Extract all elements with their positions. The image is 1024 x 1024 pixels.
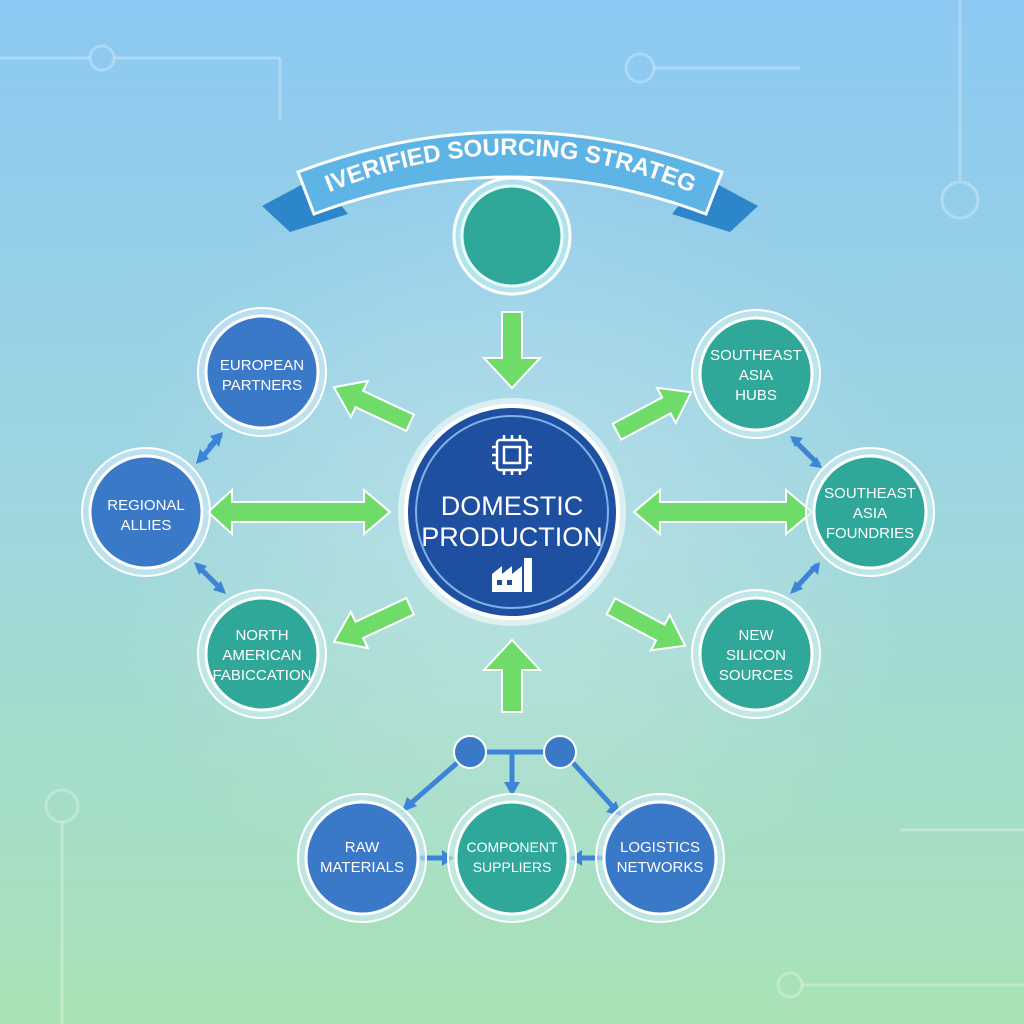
logistics-line-1: LOGISTICS [620,839,700,856]
hubs-line-2: ASIA [739,367,773,384]
node-component-suppliers: COMPONENT SUPPLIERS [447,793,577,923]
arrow-top-to-center [481,311,543,390]
banner-ribbon [296,130,724,216]
silicon-line-1: NEW [739,627,775,644]
arrow-regional-allies [206,487,392,537]
connector-dot-left [453,735,487,769]
arrow-european-partners [332,379,416,433]
green-arrows [206,311,814,713]
node-logistics-networks: LOGISTICS NETWORKS [595,793,725,923]
connector-dot-right [543,735,577,769]
foundries-line-3: FOUNDRIES [826,525,914,542]
component-line-2: SUPPLIERS [473,859,552,875]
arrow-bottom-to-center [481,638,543,713]
raw-line-1: RAW [345,839,380,856]
north-line-2: AMERICAN [222,647,301,664]
foundries-line-2: ASIA [853,505,887,522]
european-line-2: PARTNERS [222,377,302,394]
node-domestic-production: DOMESTIC PRODUCTION [398,398,626,626]
arrow-southeast-hubs [611,386,693,442]
foundries-line-1: SOUTHEAST [824,485,916,502]
silicon-line-2: SILICON [726,647,786,664]
component-line-1: COMPONENT [467,839,558,855]
hubs-line-3: HUBS [735,387,777,404]
hubs-line-1: SOUTHEAST [710,347,802,364]
regional-line-2: ALLIES [121,517,172,534]
logistics-line-2: NETWORKS [617,859,704,876]
node-raw-materials: RAW MATERIALS [297,793,427,923]
node-european-partners: EUROPEAN PARTNERS [197,307,327,437]
center-label-line-1: DOMESTIC [441,491,584,521]
link-hubs-foundries [791,437,821,467]
node-new-silicon-sources: NEW SILICON SOURCES [691,589,821,719]
silicon-line-3: SOURCES [719,667,793,684]
node-southeast-asia-hubs: SOUTHEAST ASIA HUBS [691,309,821,439]
node-regional-allies: REGIONAL ALLIES [81,447,211,577]
node-top [452,176,572,296]
center-label-line-2: PRODUCTION [421,522,603,552]
node-southeast-asia-foundries: SOUTHEAST ASIA FOUNDRIES [805,447,935,577]
arrow-north-american [332,596,416,650]
european-line-1: EUROPEAN [220,357,304,374]
chip-icon [492,435,532,475]
north-line-3: FABICCATION [213,667,312,684]
north-line-1: NORTH [235,627,288,644]
regional-line-1: REGIONAL [107,497,185,514]
raw-line-2: MATERIALS [320,859,404,876]
arrow-new-silicon [605,596,687,652]
factory-icon [492,558,532,592]
node-north-american: NORTH AMERICAN FABICCATION [197,589,327,719]
